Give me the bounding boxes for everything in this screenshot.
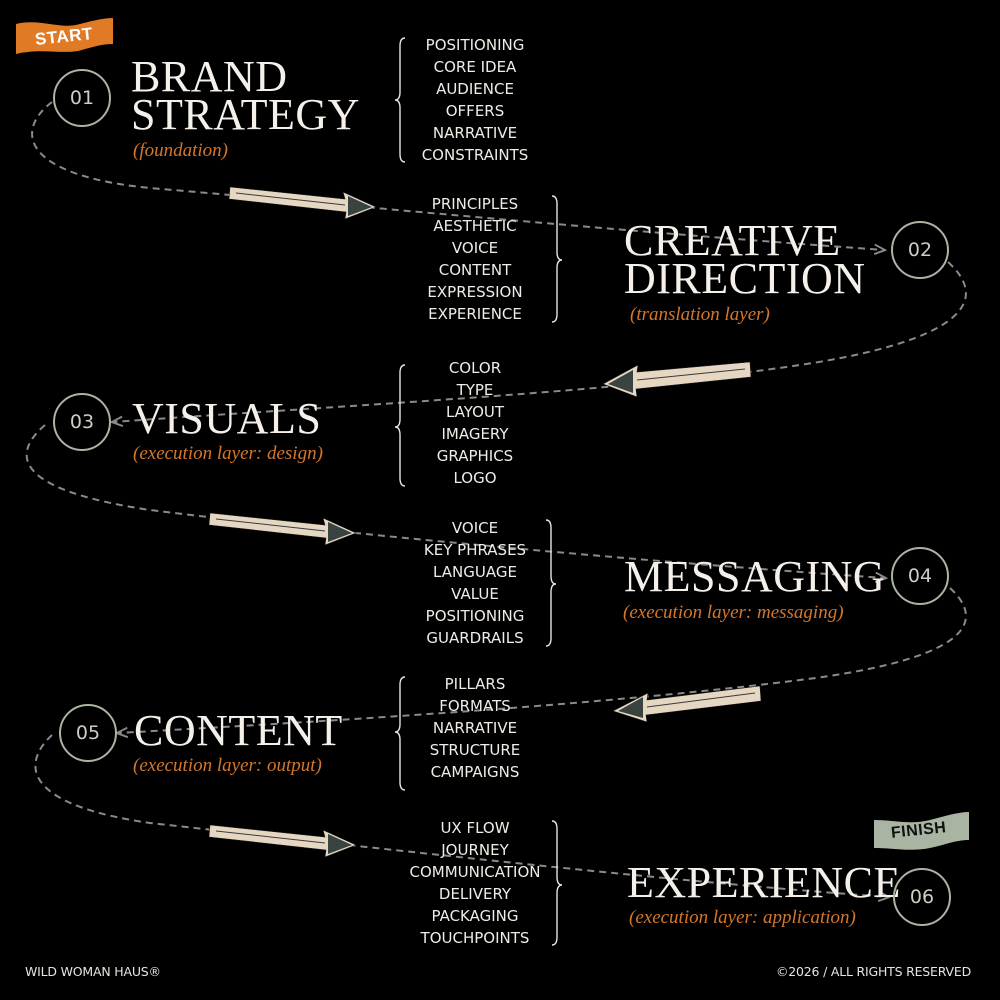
step-title-experience: EXPERIENCE — [627, 858, 901, 907]
list-item: JOURNEY — [441, 841, 509, 859]
list-item: KEY PHRASES — [423, 541, 527, 559]
step-number-05: 05 — [59, 704, 117, 762]
list-item: UX FLOW — [440, 819, 510, 837]
list-item: GRAPHICS — [436, 447, 514, 465]
step-number-01: 01 — [53, 69, 111, 127]
title-line: VISUALS — [132, 394, 322, 443]
step-title-brand-strategy: BRAND STRATEGY — [131, 52, 360, 139]
list-item: LAYOUT — [445, 403, 505, 421]
list-item: PACKAGING — [431, 907, 519, 925]
list-item: POSITIONING — [425, 36, 525, 54]
step-title-creative-direction: CREATIVE DIRECTION — [624, 216, 866, 303]
step-number-04: 04 — [891, 547, 949, 605]
list-item: NARRATIVE — [432, 124, 518, 142]
title-line: CREATIVE — [624, 216, 841, 265]
finish-flag-icon — [874, 812, 969, 850]
title-line: STRATEGY — [131, 90, 360, 139]
step-number-06: 06 — [893, 868, 951, 926]
title-line: MESSAGING — [624, 552, 886, 601]
list-item: CAMPAIGNS — [430, 763, 520, 781]
list-item: AESTHETIC — [433, 217, 517, 235]
list-item: TOUCHPOINTS — [420, 929, 530, 947]
step-subtitle: (execution layer: application) — [629, 907, 856, 928]
arrow-left-icon — [602, 361, 762, 723]
step-items-list: COLOR TYPE LAYOUT IMAGERY GRAPHICS LOGO — [395, 357, 555, 489]
list-item: COMMUNICATION — [409, 863, 541, 881]
list-item: PILLARS — [444, 675, 506, 693]
step-items-list: UX FLOW JOURNEY COMMUNICATION DELIVERY P… — [395, 817, 555, 949]
step-subtitle: (foundation) — [133, 140, 228, 161]
list-item: NARRATIVE — [432, 719, 518, 737]
step-subtitle: (execution layer: messaging) — [623, 602, 844, 623]
list-item: LOGO — [453, 469, 497, 487]
step-title-messaging: MESSAGING — [624, 552, 886, 601]
list-item: VALUE — [451, 585, 499, 603]
step-title-visuals: VISUALS — [132, 394, 322, 443]
title-line: CONTENT — [134, 706, 343, 755]
arrow-right-icon — [208, 186, 377, 858]
list-item: COLOR — [448, 359, 502, 377]
step-items-list: VOICE KEY PHRASES LANGUAGE VALUE POSITIO… — [395, 517, 555, 649]
list-item: FORMATS — [439, 697, 511, 715]
footer-copyright: ©2026 / ALL RIGHTS RESERVED — [775, 964, 971, 979]
step-number-03: 03 — [53, 393, 111, 451]
list-item: TYPE — [456, 381, 494, 399]
footer-brand: WILD WOMAN HAUS® — [25, 964, 161, 979]
list-item: VOICE — [451, 519, 499, 537]
list-item: CONTENT — [438, 261, 512, 279]
step-subtitle: (execution layer: design) — [133, 443, 323, 464]
step-number-02: 02 — [891, 221, 949, 279]
step-subtitle: (execution layer: output) — [133, 755, 322, 776]
list-item: STRUCTURE — [429, 741, 521, 759]
step-title-content: CONTENT — [134, 706, 343, 755]
title-line: DIRECTION — [624, 254, 866, 303]
start-flag-icon — [16, 18, 113, 54]
list-item: EXPERIENCE — [428, 305, 522, 323]
list-item: VOICE — [451, 239, 499, 257]
step-items-list: POSITIONING CORE IDEA AUDIENCE OFFERS NA… — [395, 34, 555, 166]
list-item: CONSTRAINTS — [421, 146, 529, 164]
list-item: LANGUAGE — [433, 563, 517, 581]
list-item: GUARDRAILS — [426, 629, 524, 647]
list-item: EXPRESSION — [427, 283, 523, 301]
step-items-list: PRINCIPLES AESTHETIC VOICE CONTENT EXPRE… — [395, 193, 555, 325]
step-items-list: PILLARS FORMATS NARRATIVE STRUCTURE CAMP… — [395, 673, 555, 783]
list-item: CORE IDEA — [433, 58, 517, 76]
list-item: POSITIONING — [425, 607, 525, 625]
list-item: DELIVERY — [438, 885, 512, 903]
title-line: EXPERIENCE — [627, 858, 901, 907]
step-subtitle: (translation layer) — [630, 304, 770, 325]
list-item: OFFERS — [445, 102, 505, 120]
list-item: IMAGERY — [441, 425, 509, 443]
list-item: AUDIENCE — [436, 80, 514, 98]
title-line: BRAND — [131, 52, 288, 101]
list-item: PRINCIPLES — [431, 195, 519, 213]
